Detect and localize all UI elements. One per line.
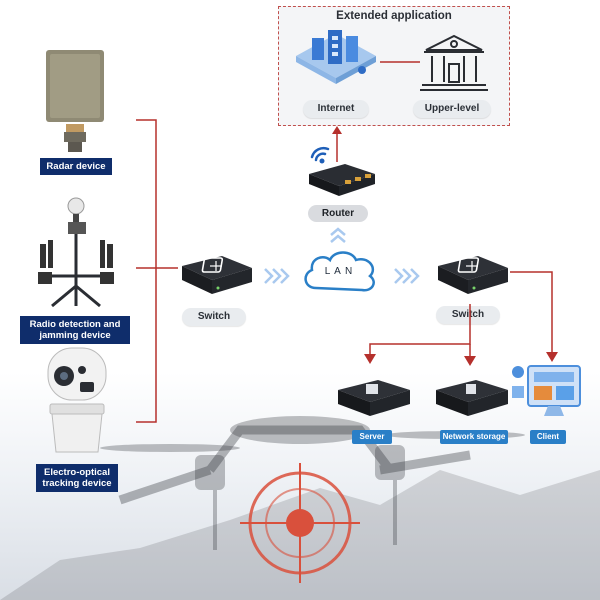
upper-level-label: Upper-level xyxy=(413,100,491,118)
extended-application-title: Extended application xyxy=(336,10,452,22)
left-switch-label: Switch xyxy=(182,308,246,326)
target-reticle xyxy=(240,463,360,583)
upper-level-building-icon xyxy=(420,34,488,91)
router-lan-arrows xyxy=(330,227,346,243)
right-switch-flow-arrows xyxy=(394,268,420,284)
left-bus-connector xyxy=(136,119,178,423)
lan-label: L A N xyxy=(324,266,354,277)
internet-label: Internet xyxy=(303,100,369,118)
wifi-icon xyxy=(310,146,330,164)
router-label: Router xyxy=(308,205,368,222)
internet-upper-link xyxy=(380,61,420,63)
network-storage-icon xyxy=(436,380,508,416)
left-switch-icon xyxy=(182,256,252,294)
router-uplink-arrow xyxy=(332,126,342,162)
server-label: Server xyxy=(352,430,392,444)
router-icon xyxy=(309,164,375,196)
right-switch-label: Switch xyxy=(436,306,500,324)
radio-detection-label: Radio detection and jamming device xyxy=(20,316,130,344)
left-switch-flow-arrows xyxy=(264,268,290,284)
electro-optical-tracking-icon xyxy=(47,347,107,453)
electro-optical-label: Electro-optical tracking device xyxy=(36,464,118,492)
radar-device-label: Radar device xyxy=(40,158,112,175)
internet-icon xyxy=(296,30,376,84)
radar-device-icon xyxy=(46,50,104,152)
server-icon xyxy=(338,380,410,416)
radio-detection-jamming-icon xyxy=(38,197,114,308)
right-switch-icon xyxy=(438,256,508,294)
lan-cloud xyxy=(304,251,375,292)
client-label: Client xyxy=(530,430,566,444)
endpoint-connectors xyxy=(364,271,558,366)
network-storage-label: Network storage xyxy=(440,430,508,444)
client-icon xyxy=(512,365,581,416)
